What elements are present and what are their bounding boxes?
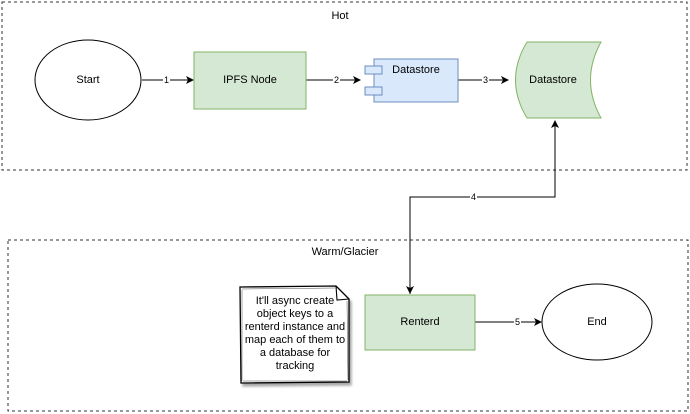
start-label: Start xyxy=(76,74,100,86)
edge-label-5: 5 xyxy=(514,317,522,328)
edge-label-4: 4 xyxy=(470,192,478,203)
renterd-label: Renterd xyxy=(400,316,440,328)
note-line: object keys to a xyxy=(256,308,334,320)
datastore-component-label: Datastore xyxy=(392,64,440,76)
note-line: tracking xyxy=(275,360,315,372)
warm-lane-title: Warm/Glacier xyxy=(311,246,379,258)
ipfs-node-label: IPFS Node xyxy=(223,74,277,86)
note-text: It'll async create object keys to a rent… xyxy=(242,295,348,373)
edge-label-2: 2 xyxy=(333,75,341,86)
renterd-node xyxy=(364,294,476,351)
end-node xyxy=(541,283,653,361)
note-line: map each of them to xyxy=(244,334,346,346)
edge-4 xyxy=(409,120,559,294)
start-node xyxy=(34,39,142,121)
note-line: renterd instance and xyxy=(244,321,346,333)
ipfs-node xyxy=(193,51,307,110)
note-line: a database for xyxy=(259,347,331,359)
datastore-storage-label: Datastore xyxy=(529,74,577,86)
note-line: It'll async create xyxy=(255,295,335,307)
warm-lane xyxy=(7,239,689,412)
end-label: End xyxy=(587,316,607,328)
datastore-storage-node xyxy=(515,41,602,119)
datastore-component-node xyxy=(364,58,459,103)
hot-lane xyxy=(1,1,688,171)
edge-label-1: 1 xyxy=(163,75,171,86)
edge-label-3: 3 xyxy=(482,75,490,86)
hot-lane-title: Hot xyxy=(331,10,349,22)
note-shape xyxy=(239,285,350,384)
